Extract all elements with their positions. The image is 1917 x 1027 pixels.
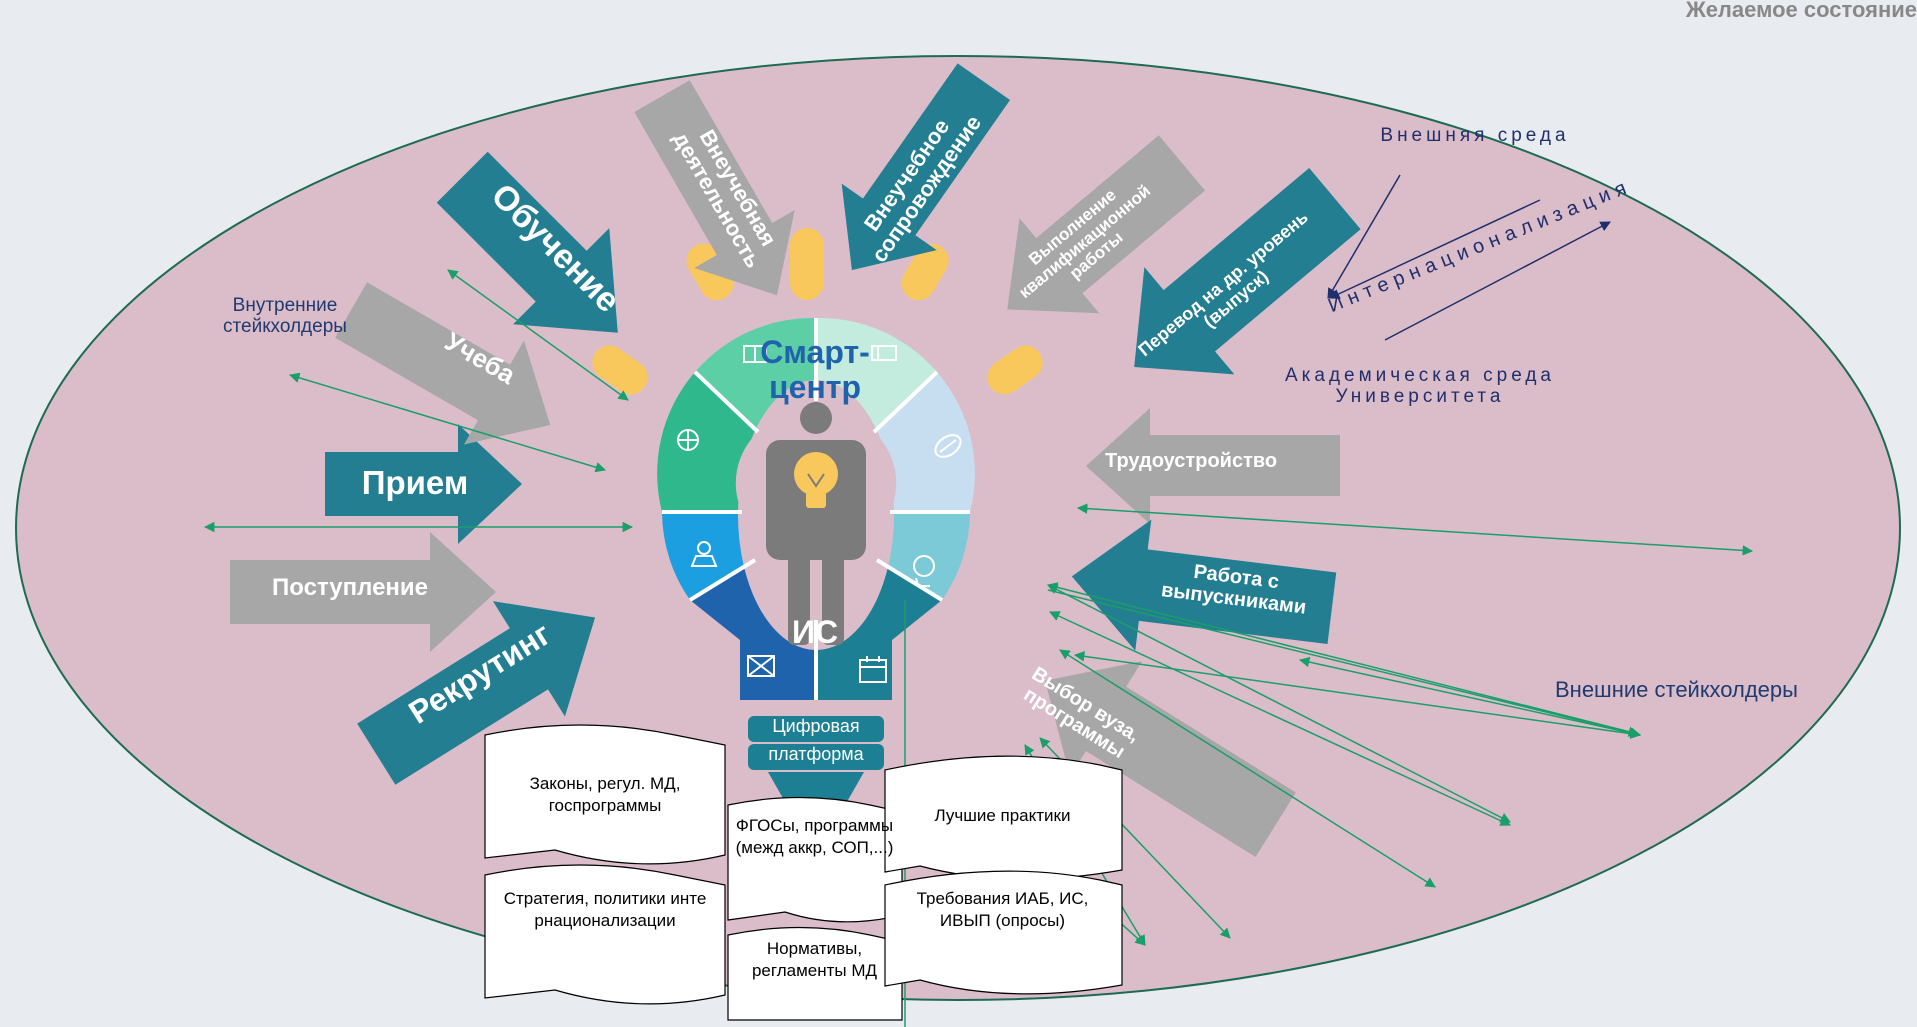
arrow-postuplenie-shape bbox=[230, 532, 496, 652]
flag-book-icon bbox=[747, 655, 775, 677]
digital-platform-line2: платформа bbox=[768, 744, 864, 764]
calendar-icon bbox=[859, 656, 887, 683]
document-shapes bbox=[484, 724, 1123, 1021]
is-label: ИС bbox=[791, 614, 839, 650]
study-icon bbox=[690, 541, 718, 567]
page-title: Желаемое состояние bbox=[1685, 0, 1917, 22]
arrow-trudoustroistvo-label: Трудоустройство bbox=[1105, 450, 1278, 472]
bulb-icon bbox=[794, 452, 838, 508]
doc-trebovaniya: Требования ИАБ, ИС, ИВЫП (опросы) bbox=[916, 889, 1089, 931]
arrow-trudoustroistvo-shape bbox=[1086, 408, 1340, 524]
arrow-vneuchebnoe-shape bbox=[841, 63, 1011, 271]
external-env-label: Внешняя среда bbox=[1380, 125, 1570, 146]
digital-platform-line1: Цифровая bbox=[772, 716, 860, 736]
doc-zakony: Законы, регул. МД, госпрограммы bbox=[529, 774, 681, 816]
arrow-vypolnenie-shape bbox=[1007, 135, 1206, 314]
head-icon bbox=[913, 555, 935, 587]
smart-center-label: Смарт-центр bbox=[760, 334, 870, 406]
globe-icon bbox=[677, 429, 699, 451]
books-icon bbox=[871, 345, 897, 361]
doc-normativy: Нормативы, регламенты МД bbox=[751, 939, 878, 981]
doc-strategiya: Стратегия, политики интернационализации bbox=[503, 889, 707, 931]
arrow-vneuchebnaya-shape bbox=[634, 80, 795, 296]
book-icon bbox=[743, 345, 767, 363]
external-stakeholders-label: Внешние стейкхолдеры bbox=[1555, 677, 1798, 702]
internationalization-arrows bbox=[1327, 174, 1611, 341]
doc-praktiki: Лучшие практики bbox=[934, 806, 1071, 825]
arrow-priem-label: Прием bbox=[361, 464, 469, 501]
arrow-perevod-shape bbox=[1134, 167, 1361, 375]
ball-icon bbox=[934, 434, 962, 458]
academic-env-label: Академическая среда Университета bbox=[1285, 365, 1555, 407]
doc-fgos: ФГОСы, программы (межд аккр, СОП,...) bbox=[735, 816, 894, 858]
arrow-postuplenie-label: Поступление bbox=[272, 574, 429, 601]
internal-stakeholders-label: Внутренние стейкхолдеры bbox=[223, 295, 347, 337]
arrow-rekruting-shape bbox=[357, 601, 596, 785]
